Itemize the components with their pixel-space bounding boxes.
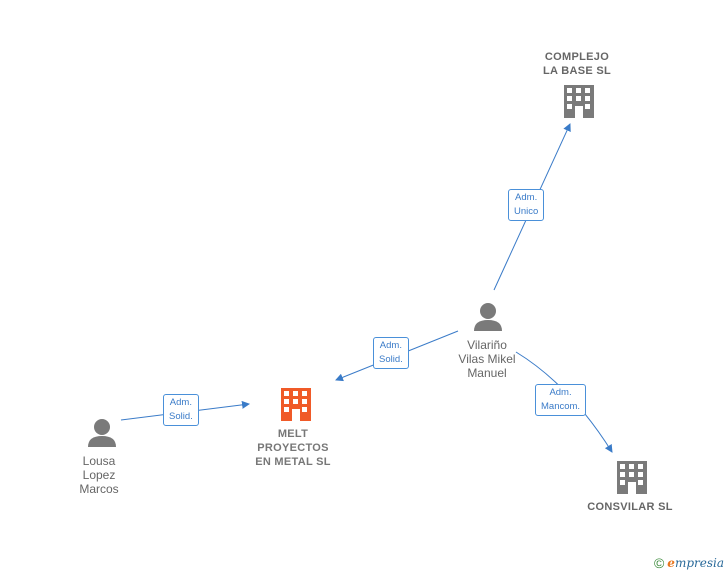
- relation-line: Mancom.: [541, 401, 581, 412]
- label-line: EN METAL SL: [255, 456, 331, 468]
- building-icon-focus[interactable]: [281, 388, 311, 421]
- brand-footer: © empresia: [654, 555, 724, 571]
- label-line: MELT: [277, 428, 309, 440]
- label-line: Vilas Mikel: [458, 352, 516, 366]
- relation-line: Adm.: [379, 340, 402, 351]
- label-line: Marcos: [79, 482, 119, 496]
- label-line: COMPLEJO: [544, 51, 610, 63]
- relation-label-adm-mancom[interactable]: Adm. Mancom.: [535, 384, 587, 416]
- node-label-consvilar[interactable]: CONSVILAR SL: [578, 500, 682, 514]
- label-line: LA BASE SL: [543, 65, 611, 77]
- relation-line: Adm.: [515, 192, 538, 203]
- relation-label-adm-solid[interactable]: Adm. Solid.: [163, 394, 199, 426]
- label-line: Lopez: [82, 468, 116, 482]
- relation-line: Adm.: [169, 397, 192, 408]
- label-line: Manuel: [467, 366, 507, 380]
- relation-line: Adm.: [549, 387, 572, 398]
- label-line: Vilariño: [467, 338, 507, 352]
- node-label-melt[interactable]: MELT PROYECTOS EN METAL SL: [240, 427, 346, 469]
- person-icon[interactable]: [88, 419, 116, 447]
- label-line: CONSVILAR SL: [587, 501, 673, 513]
- label-line: Lousa: [82, 454, 116, 468]
- relation-line: Unico: [514, 206, 539, 217]
- building-icon[interactable]: [617, 461, 647, 494]
- copyright-icon: ©: [653, 555, 665, 571]
- label-line: PROYECTOS: [257, 442, 329, 454]
- relation-label-adm-solid[interactable]: Adm. Solid.: [373, 337, 409, 369]
- relation-line: Solid.: [379, 354, 403, 365]
- node-label-vilarino[interactable]: Vilariño Vilas Mikel Manuel: [445, 338, 529, 380]
- node-label-lousa[interactable]: Lousa Lopez Marcos: [66, 454, 132, 496]
- person-icon[interactable]: [474, 303, 502, 331]
- building-icon[interactable]: [564, 85, 594, 118]
- brand-name: mpresia: [674, 556, 724, 570]
- brand-logo[interactable]: empresia: [667, 556, 724, 570]
- node-label-complejo[interactable]: COMPLEJO LA BASE SL: [536, 50, 618, 78]
- relation-line: Solid.: [169, 411, 193, 422]
- brand-initial: e: [667, 556, 675, 570]
- relation-label-adm-unico[interactable]: Adm. Unico: [508, 189, 545, 221]
